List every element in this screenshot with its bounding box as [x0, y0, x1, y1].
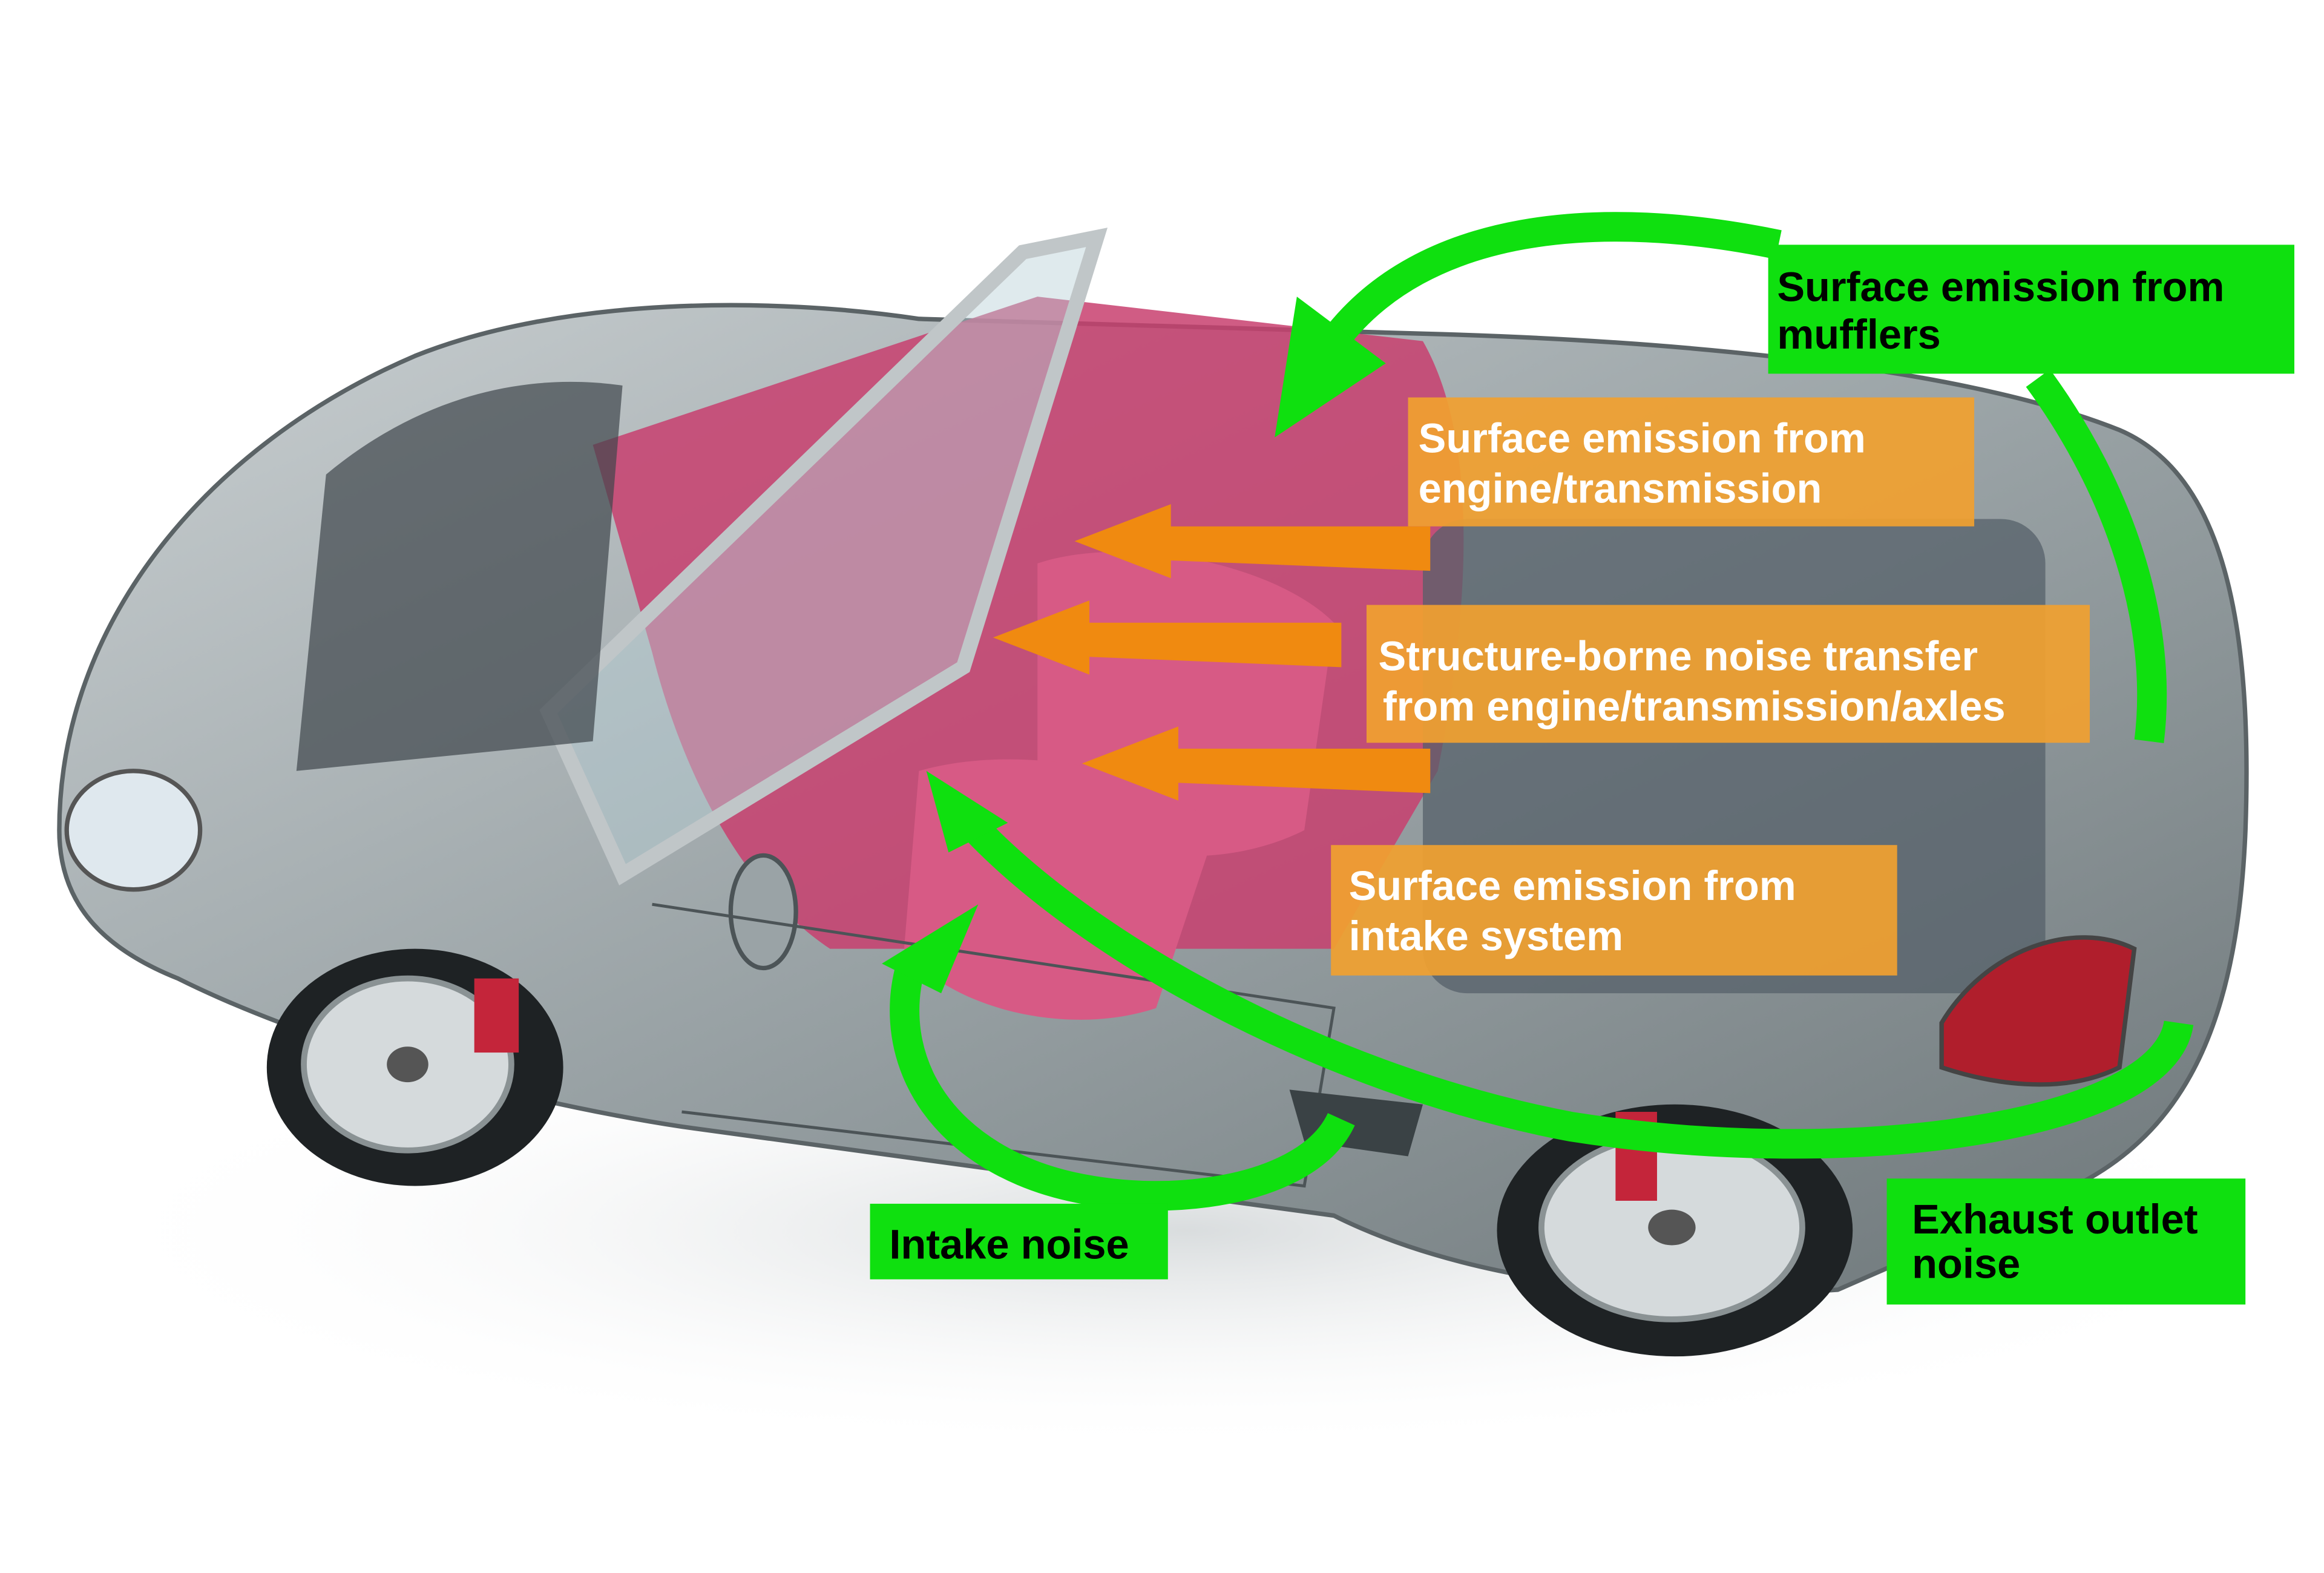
- orange-arrow-left-icon: [993, 600, 1342, 675]
- arrowhead-icon: [926, 770, 1008, 853]
- label-exhaust-outlet: Exhaust outlet noise: [1886, 1178, 2246, 1305]
- label-text: noise: [1912, 1240, 2020, 1287]
- headlight: [64, 769, 203, 892]
- label-text: Surface emission from: [1349, 862, 1796, 909]
- green-arrow-mufflers: [1322, 212, 1782, 350]
- windshield-frame: [539, 228, 1108, 885]
- label-text: mufflers: [1777, 311, 1941, 358]
- label-text: Surface emission from: [1777, 263, 2224, 310]
- green-arrow-muffler-side: [2026, 369, 2167, 743]
- arrowhead-icon: [1275, 297, 1386, 438]
- structure-borne-arrows: [993, 504, 1431, 801]
- label-mufflers: Surface emission from mufflers: [1768, 245, 2295, 374]
- arrowhead-icon: [882, 904, 979, 994]
- arrowheads: [882, 297, 1386, 994]
- label-text: Surface emission from: [1419, 415, 1866, 461]
- label-engine-transmission: Surface emission from engine/transmissio…: [1408, 397, 1975, 527]
- front-bay: [296, 381, 623, 771]
- side-mirror: [728, 853, 798, 971]
- label-text: from engine/transmission/axles: [1383, 683, 2006, 730]
- label-text: Exhaust outlet: [1912, 1196, 2198, 1243]
- orange-arrow-left-icon: [1082, 726, 1431, 801]
- green-arrow-exhaust: [952, 805, 2194, 1159]
- front-wheel: [266, 948, 563, 1186]
- label-structure-borne: Structure-borne noise transfer from engi…: [1366, 605, 2090, 743]
- orange-arrow-left-icon: [1074, 504, 1431, 579]
- label-text: Structure-borne noise transfer: [1379, 632, 1978, 679]
- label-text: engine/transmission: [1419, 465, 1822, 512]
- label-text: intake system: [1349, 913, 1624, 959]
- rear-wheel: [1497, 1104, 1853, 1357]
- label-text: Intake noise: [889, 1221, 1129, 1267]
- label-intake-system: Surface emission from intake system: [1331, 845, 1897, 976]
- airborne-noise-arrows: [890, 212, 2194, 1211]
- label-intake-noise: Intake noise: [870, 1203, 1168, 1279]
- green-arrow-intake: [890, 959, 1355, 1211]
- taillight: [1939, 935, 2137, 1087]
